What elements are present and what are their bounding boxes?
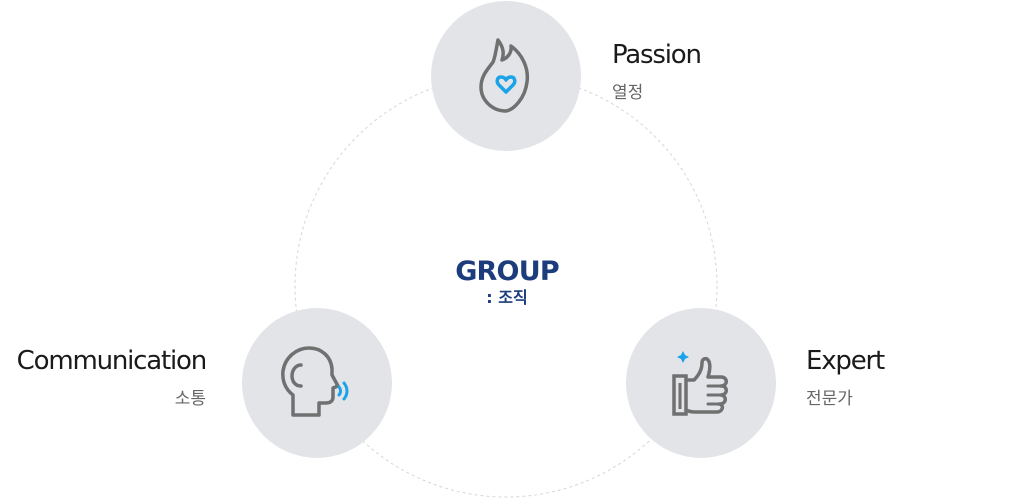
passion-label: Passion 열정 [612, 40, 702, 103]
expert-title: Expert [806, 346, 885, 376]
center-title: GROUP [455, 256, 559, 287]
passion-circle [431, 1, 581, 151]
communication-title: Communication [16, 346, 208, 376]
passion-title: Passion [612, 40, 702, 70]
speaking-head-icon [281, 346, 349, 417]
communication-circle [242, 308, 392, 458]
expert-subtitle: 전문가 [806, 389, 853, 409]
center-subtitle: : 조직 [486, 288, 528, 307]
expert-circle [626, 308, 776, 458]
thumbs-up-icon [672, 351, 728, 416]
flame-heart-icon [479, 38, 530, 113]
communication-subtitle: 소통 [174, 389, 206, 409]
expert-label: Expert 전문가 [806, 346, 885, 409]
communication-label: Communication 소통 [16, 346, 208, 409]
center-label: GROUP : 조직 [407, 258, 607, 306]
passion-subtitle: 열정 [612, 83, 644, 103]
